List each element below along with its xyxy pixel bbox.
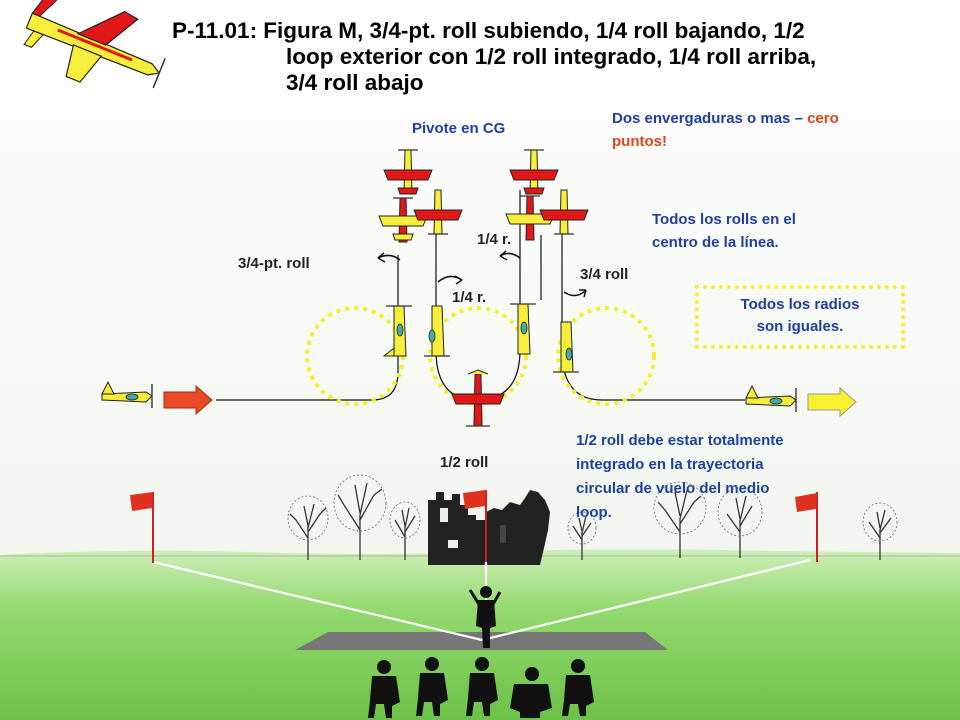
page-title: P-11.01: Figura M, 3/4-pt. roll subiendo…	[172, 18, 942, 96]
integrated-roll-note: 1/2 roll debe estar totalmente integrado…	[576, 429, 784, 525]
flags	[130, 490, 818, 563]
radii-note-line-1: Todos los radios	[740, 296, 860, 313]
topview-airplane-icon	[383, 149, 433, 195]
vertical-airplane-icon	[510, 303, 536, 355]
vertical-airplane-icon	[553, 321, 579, 373]
radii-note-line-2: son iguales.	[756, 318, 844, 335]
quarter-roll-down-label: 1/4 r.	[452, 289, 487, 306]
rolls-centered-note: Todos los rolls en el centro de la línea…	[652, 208, 796, 254]
judge-icon	[562, 659, 594, 716]
topview-airplane-icon	[378, 197, 428, 243]
half-roll-label: 1/2 roll	[440, 454, 489, 471]
integrated-note-line-4: loop.	[576, 504, 612, 521]
exit-arrow-icon	[807, 386, 857, 418]
radii-note-box: Todos los radios son iguales.	[695, 285, 905, 349]
topview-airplane-icon	[509, 149, 559, 195]
topview-airplane-icon	[505, 195, 555, 241]
tree-icon	[717, 487, 763, 558]
integrated-note-line-3: circular de vuelo del medio	[576, 480, 770, 497]
flag-icon	[130, 492, 154, 563]
trees	[287, 474, 898, 560]
exit-airplane-icon	[745, 384, 797, 412]
tree-icon	[287, 495, 329, 560]
pilot-icon	[468, 586, 502, 648]
radii-note: Todos los radios son iguales.	[699, 294, 901, 338]
wingspan-note-highlight: cero	[807, 110, 839, 127]
wingspan-note-line-2: puntos!	[612, 133, 667, 150]
three-quarter-pt-roll-label: 3/4-pt. roll	[238, 255, 310, 272]
tree-icon	[862, 502, 898, 560]
judge-icon	[466, 657, 498, 716]
roll-arrow-icon	[563, 289, 587, 297]
topview-airplane-icon	[539, 189, 589, 235]
title-line-2: loop exterior con 1/2 roll integrado, 1/…	[286, 44, 817, 69]
judge-icon	[368, 660, 400, 718]
quarter-roll-top-label: 1/4 r.	[477, 231, 512, 248]
title-line-1: P-11.01: Figura M, 3/4-pt. roll subiendo…	[172, 18, 805, 43]
entry-airplane-icon	[101, 380, 153, 408]
pivot-label: Pivote en CG	[412, 120, 506, 137]
topview-airplane-icon	[413, 189, 463, 235]
roll-arrows	[377, 250, 587, 298]
title-line-3: 3/4 roll abajo	[286, 70, 424, 95]
top-airplanes	[378, 149, 589, 427]
three-quarter-roll-label: 3/4 roll	[580, 266, 629, 283]
logo-airplane-icon	[23, 0, 166, 89]
wingspan-note-prefix: Dos envergaduras o mas –	[612, 110, 808, 127]
judge-icon	[510, 667, 552, 718]
topview-airplane-icon	[451, 369, 505, 427]
tree-icon	[653, 481, 707, 558]
rolls-note-line-2: centro de la línea.	[652, 234, 779, 251]
judges	[368, 657, 594, 718]
flag-icon	[463, 490, 487, 562]
wingspan-note: Dos envergaduras o mas – cero puntos!	[612, 107, 839, 153]
vertical-airplane-icon	[382, 305, 412, 357]
flag-icon	[795, 492, 818, 562]
integrated-note-line-2: integrado en la trayectoria	[576, 456, 764, 473]
tree-icon	[389, 501, 421, 560]
judge-icon	[416, 657, 448, 716]
vertical-airplane-icon	[424, 305, 450, 357]
tree-icon	[333, 474, 387, 560]
integrated-note-line-1: 1/2 roll debe estar totalmente	[576, 432, 784, 449]
loop-right	[556, 306, 656, 406]
castle-ruin-icon	[428, 490, 550, 565]
rolls-note-line-1: Todos los rolls en el	[652, 211, 796, 228]
entry-arrow-icon	[163, 384, 213, 416]
tree-icon	[567, 511, 597, 560]
